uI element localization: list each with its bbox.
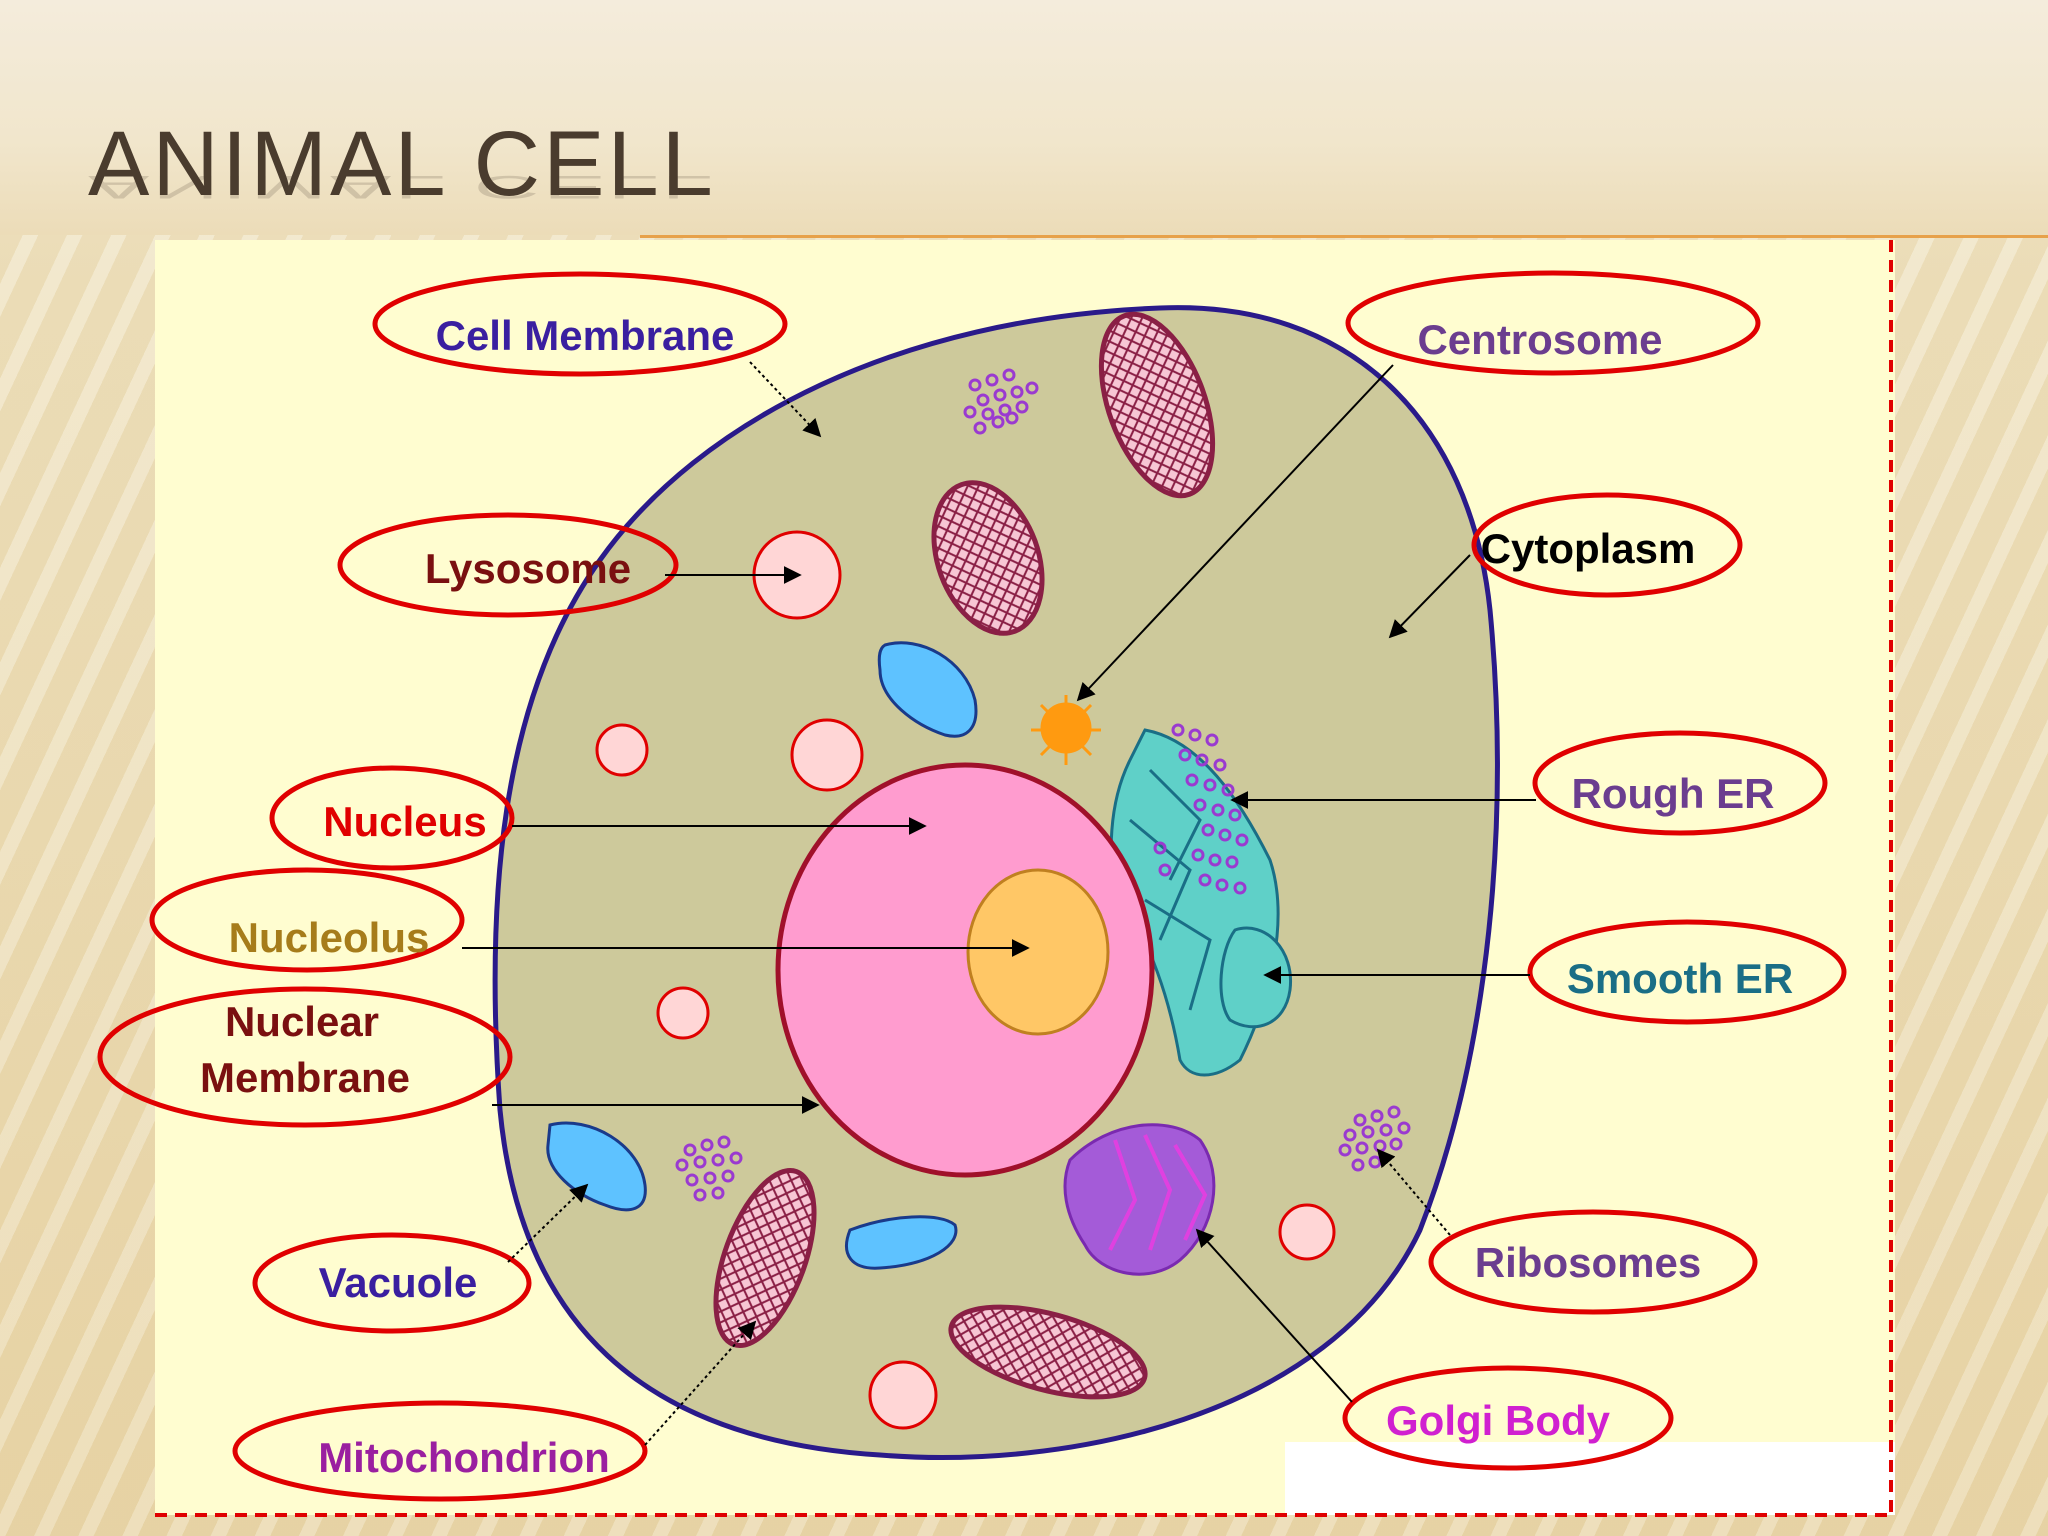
- lysosome-low-right: [1278, 1203, 1336, 1261]
- label-smooth-er: Smooth ER: [1567, 955, 1793, 1002]
- vacuole-left: [546, 1121, 647, 1212]
- ribosome-cluster-top: [963, 368, 1039, 435]
- label-oval-mitochondrion: [232, 1400, 648, 1502]
- label-oval-lysosome: [337, 512, 679, 618]
- lysosome-low-left: [656, 986, 710, 1040]
- label-nucleolus: Nucleolus: [229, 914, 430, 961]
- golgi-body-shape: [1063, 1123, 1216, 1276]
- lysosome-mid: [790, 718, 864, 792]
- mitochondrion-bottom-left: [713, 1167, 817, 1349]
- label-oval-cytoplasm: [1471, 492, 1743, 598]
- label-nucleus: Nucleus: [323, 798, 486, 845]
- label-ribosomes: Ribosomes: [1475, 1239, 1701, 1286]
- label-oval-nucleus: [269, 765, 515, 871]
- lysosome-bottom: [868, 1360, 938, 1430]
- label-oval-nucleolus: [149, 867, 465, 973]
- arrow-golgi-body: [1195, 1228, 1353, 1403]
- label-cytoplasm: Cytoplasm: [1481, 525, 1696, 572]
- label-nuclear-membrane-line1: Nuclear: [225, 998, 379, 1045]
- title-band: [0, 0, 2048, 235]
- rough-er-ribosomes: [1153, 723, 1249, 895]
- label-oval-rough-er: [1532, 730, 1828, 836]
- label-mitochondrion: Mitochondrion: [318, 1434, 610, 1481]
- label-oval-golgi-body: [1342, 1365, 1674, 1471]
- label-oval-vacuole: [252, 1232, 532, 1334]
- label-oval-nuclear-membrane: [97, 986, 513, 1128]
- arrow-vacuole: [507, 1183, 589, 1263]
- mitochondrion-bottom-middle: [948, 1304, 1148, 1400]
- ribosome-cluster-left: [675, 1135, 743, 1202]
- mitochondrion-top-right: [1098, 311, 1216, 499]
- arrow-ribosomes: [1376, 1148, 1451, 1236]
- label-centrosome: Centrosome: [1417, 316, 1662, 363]
- vacuole-top: [877, 641, 978, 738]
- label-vacuole: Vacuole: [319, 1259, 478, 1306]
- label-oval-smooth-er: [1527, 919, 1847, 1025]
- label-rough-er: Rough ER: [1572, 770, 1775, 817]
- label-oval-ribosomes: [1428, 1209, 1758, 1315]
- label-oval-centrosome: [1345, 270, 1761, 376]
- panel-white-patch: [1285, 1442, 1895, 1515]
- centrosome-shape: [1031, 695, 1101, 765]
- label-oval-cell-membrane: [372, 271, 788, 377]
- arrow-centrosome: [1076, 364, 1394, 702]
- lysosome-left: [595, 723, 649, 777]
- label-lysosome: Lysosome: [425, 545, 631, 592]
- slide-title: ANIMAL CELL: [88, 113, 716, 215]
- vacuole-bottom: [845, 1215, 958, 1270]
- label-cell-membrane: Cell Membrane: [436, 312, 735, 359]
- label-golgi-body: Golgi Body: [1386, 1397, 1611, 1444]
- arrow-cytoplasm: [1388, 554, 1471, 639]
- nucleus-shape: [775, 762, 1155, 1178]
- label-nuclear-membrane-line2: Membrane: [200, 1054, 410, 1101]
- mitochondrion-top-middle: [931, 480, 1045, 636]
- title-rule: [640, 235, 2048, 238]
- arrow-cell-membrane: [749, 361, 822, 438]
- nucleolus-shape: [966, 868, 1110, 1036]
